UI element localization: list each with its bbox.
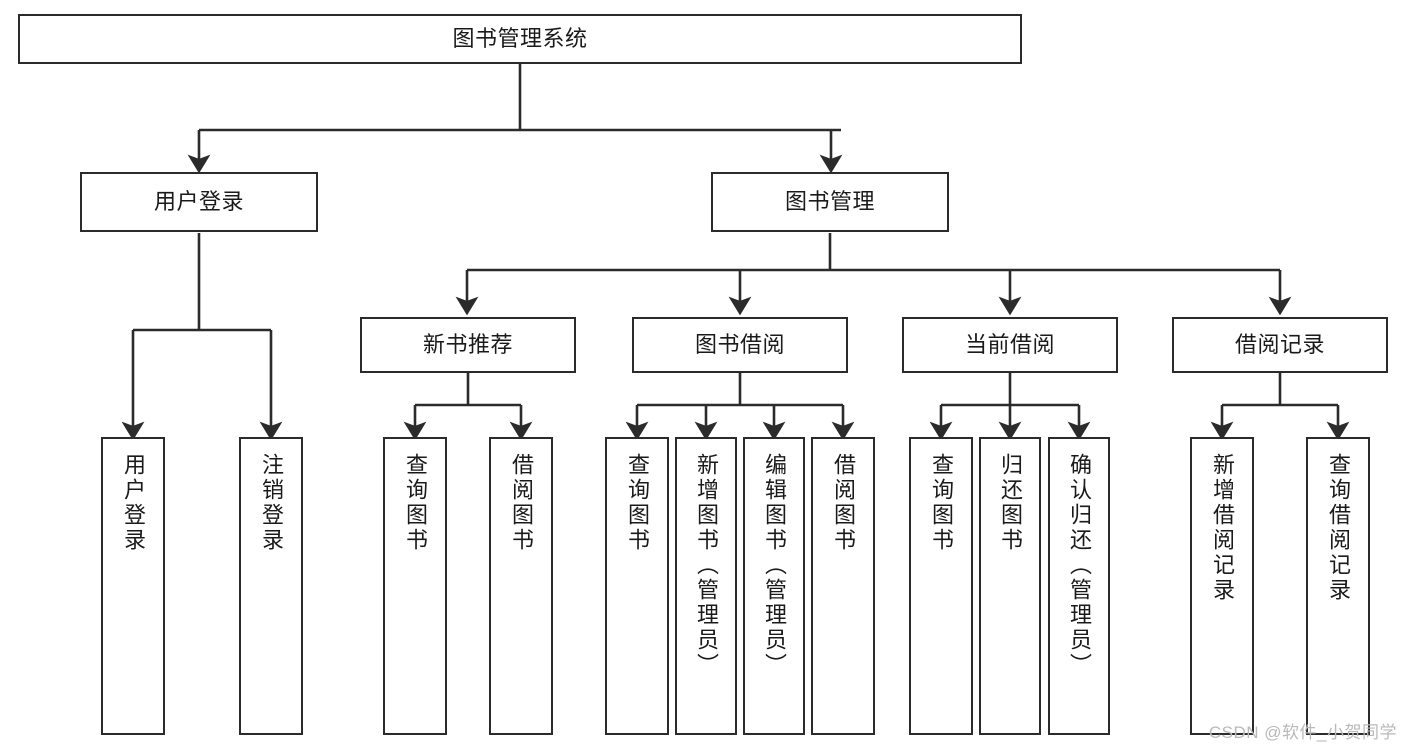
node-label: 新增借阅记录 (1210, 453, 1235, 603)
node-label: 新书推荐 (422, 332, 513, 357)
leaf-borrow-borrow-book[interactable]: 借阅图书 (811, 437, 875, 735)
leaf-current-query-book[interactable]: 查询图书 (909, 437, 973, 735)
node-root-system[interactable]: 图书管理系统 (18, 14, 1022, 64)
node-label: 图书借阅 (694, 332, 785, 357)
node-label: 查询借阅记录 (1326, 453, 1351, 603)
leaf-current-confirm-return-admin[interactable]: 确认归还（管理员） (1048, 437, 1110, 735)
node-new-book-recommend[interactable]: 新书推荐 (360, 317, 576, 373)
node-borrow-record[interactable]: 借阅记录 (1172, 317, 1388, 373)
node-label: 图书管理系统 (452, 26, 588, 51)
node-label: 查询图书 (403, 453, 428, 553)
node-book-borrow[interactable]: 图书借阅 (632, 317, 848, 373)
leaf-record-add-record[interactable]: 新增借阅记录 (1190, 437, 1254, 735)
node-book-management[interactable]: 图书管理 (711, 172, 949, 232)
leaf-borrow-add-book-admin[interactable]: 新增图书（管理员） (675, 437, 737, 735)
leaf-record-query-record[interactable]: 查询借阅记录 (1306, 437, 1370, 735)
node-label: 注销登录 (259, 453, 284, 553)
leaf-current-return-book[interactable]: 归还图书 (979, 437, 1041, 735)
node-label: 借阅图书 (509, 453, 534, 553)
leaf-borrow-edit-book-admin[interactable]: 编辑图书（管理员） (743, 437, 805, 735)
leaf-new-book-query[interactable]: 查询图书 (383, 437, 447, 735)
node-label: 查询图书 (625, 453, 650, 553)
leaf-user-login-login[interactable]: 用户登录 (101, 437, 165, 735)
leaf-borrow-query-book[interactable]: 查询图书 (605, 437, 669, 735)
node-user-login[interactable]: 用户登录 (80, 172, 318, 232)
node-label: 确认归还（管理员） (1067, 453, 1092, 678)
node-label: 查询图书 (929, 453, 954, 553)
node-label: 归还图书 (998, 453, 1023, 553)
node-label: 用户登录 (153, 189, 244, 214)
node-current-borrow[interactable]: 当前借阅 (902, 317, 1118, 373)
node-label: 当前借阅 (964, 332, 1055, 357)
node-label: 借阅图书 (831, 453, 856, 553)
leaf-new-book-borrow[interactable]: 借阅图书 (489, 437, 553, 735)
node-label: 用户登录 (121, 453, 146, 553)
node-label: 编辑图书（管理员） (762, 453, 787, 678)
node-label: 新增图书（管理员） (694, 453, 719, 678)
leaf-user-login-logout[interactable]: 注销登录 (239, 437, 303, 735)
node-label: 图书管理 (784, 189, 875, 214)
node-label: 借阅记录 (1234, 332, 1325, 357)
